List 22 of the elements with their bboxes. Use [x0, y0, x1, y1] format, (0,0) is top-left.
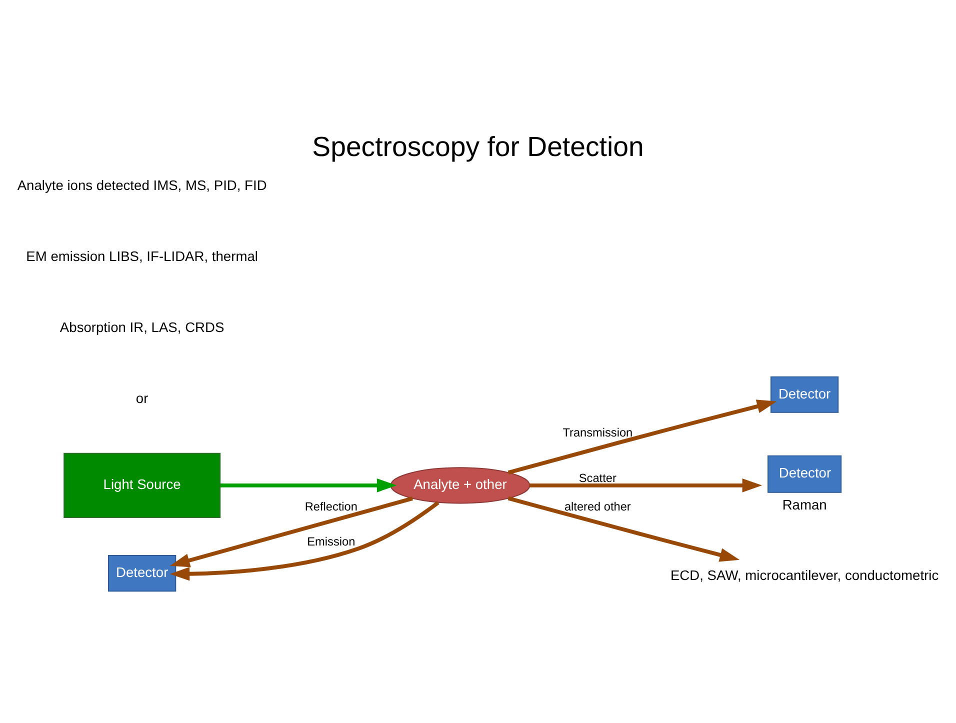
- node-label: Raman: [782, 496, 827, 512]
- node-box: Light Source: [64, 452, 221, 518]
- edge-label: altered other: [564, 499, 631, 514]
- arrow: [220, 478, 397, 492]
- arrow: [170, 500, 440, 580]
- edge-label: Scatter: [578, 470, 616, 485]
- node-box: Detector: [108, 554, 176, 592]
- label: Analyte ions detected IMS, MS, PID, FID: [17, 176, 267, 192]
- arrow: [530, 478, 762, 492]
- arrow: [508, 399, 777, 474]
- node-box: Detector: [770, 376, 839, 412]
- node-text: ECD, SAW, microcantilever, conductometric: [670, 566, 939, 582]
- arrow: [170, 496, 414, 567]
- edge-label: Reflection: [304, 499, 358, 514]
- edge-label: Transmission: [562, 425, 633, 440]
- label: EM emission LIBS, IF-LIDAR, thermal: [26, 247, 258, 264]
- label: Absorption IR, LAS, CRDS: [60, 318, 224, 335]
- arrow: [508, 496, 740, 562]
- edge-label: Emission: [307, 534, 356, 548]
- node-ellipse: Analyte + other: [390, 466, 530, 504]
- label: or: [136, 390, 148, 406]
- diagram-title: Spectroscopy for Detection: [312, 130, 644, 162]
